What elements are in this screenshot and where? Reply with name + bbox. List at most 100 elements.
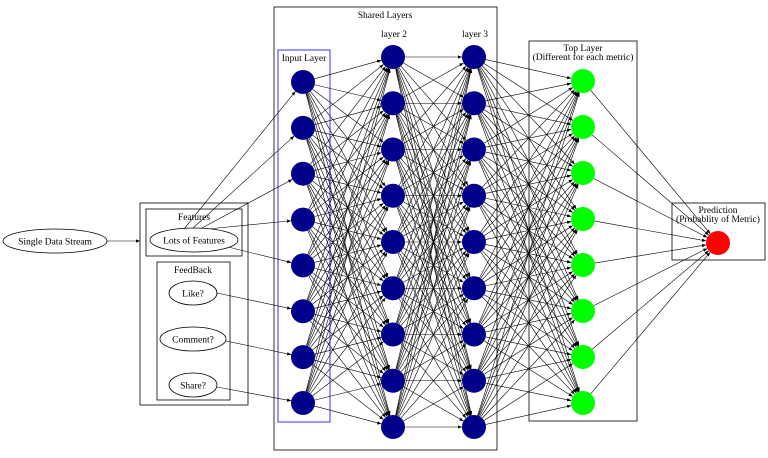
top-to-prediction-edge: [590, 90, 711, 234]
input-to-layer2-edge: [308, 252, 388, 393]
input-sources-cluster: [139, 202, 249, 406]
single-data-stream-label: Single Data Stream: [18, 238, 92, 248]
input-to-layer2-edge: [306, 114, 390, 392]
layer3-neuron: [462, 91, 486, 116]
layer2-to-layer3-edge: [400, 343, 467, 419]
layer3-to-top-edge: [477, 92, 580, 416]
layer3-to-top-edge: [485, 59, 572, 80]
layer2-neuron: [381, 91, 405, 116]
layer3-neuron: [462, 368, 486, 393]
input-neuron: [291, 299, 315, 324]
layer3-to-top-edge: [477, 92, 580, 370]
input-neuron: [291, 253, 315, 278]
layer2-to-layer3-edge: [396, 68, 471, 278]
layer2-neuron: [381, 276, 405, 301]
layer2-to-layer3-edge: [398, 298, 469, 417]
prediction-title: Prediction: [698, 206, 737, 216]
layer2-neuron: [381, 322, 405, 347]
features-edge: [191, 135, 295, 230]
input-layer-cluster: [277, 49, 331, 423]
layer3-neuron: [462, 45, 486, 69]
top-layer-neuron: [571, 391, 595, 415]
input-to-layer2-edge: [310, 297, 386, 394]
feedback-title: FeedBack: [174, 266, 212, 276]
top-to-prediction-edge: [594, 220, 707, 242]
input-to-layer2-edge: [306, 68, 390, 346]
top-layer-neuron: [571, 299, 595, 323]
features-title: Features: [178, 213, 210, 223]
layer2-to-layer3-edge: [396, 206, 471, 416]
layer3-to-top-edge: [478, 183, 579, 417]
like-label: Like?: [182, 290, 204, 300]
layer3-neuron: [462, 137, 486, 162]
feedback-edge: [216, 292, 292, 310]
layer3-to-top-edge: [484, 87, 573, 144]
comment-label: Comment?: [172, 336, 214, 346]
layer2-to-layer3-edge: [395, 68, 473, 416]
input-to-layer2-edge: [307, 67, 389, 255]
layer2-to-layer3-edge: [396, 68, 472, 324]
layer3-neuron: [462, 183, 486, 208]
input-to-layer2-edge: [307, 206, 389, 393]
input-neuron: [291, 207, 315, 232]
layer3-neuron: [462, 415, 486, 439]
input-neuron: [291, 391, 315, 415]
input-to-layer2-edge: [312, 64, 384, 121]
edges: [107, 55, 711, 429]
layer2-to-layer3-edge: [398, 67, 469, 186]
single-data-stream-node: [2, 228, 108, 254]
layer3-to-top-edge: [482, 89, 575, 188]
input-neuron: [291, 115, 315, 140]
input-to-layer2-edge: [314, 59, 382, 80]
top-to-prediction-edge: [591, 250, 710, 350]
top-to-prediction-edge: [593, 248, 708, 306]
layer2-to-layer3-edge: [400, 65, 467, 141]
prediction-cluster: [671, 202, 766, 261]
input-to-layer2-edge: [314, 405, 382, 425]
features-edge: [183, 91, 296, 230]
top-layer-neuron: [571, 207, 595, 231]
layer3-to-top-edge: [479, 91, 578, 278]
input-to-layer2-edge: [314, 383, 382, 401]
input-to-layer2-edge: [305, 68, 391, 392]
top-layer-neuron: [571, 345, 595, 369]
layer2-to-layer3-edge: [395, 114, 472, 416]
input-to-layer2-edge: [308, 67, 388, 210]
share-label: Share?: [180, 382, 206, 392]
layer2-neuron: [381, 368, 405, 393]
input-to-layer2-edge: [306, 68, 390, 301]
layer3-title: layer 3: [462, 30, 488, 40]
layer3-neuron: [462, 322, 486, 347]
layer3-to-top-edge: [485, 82, 572, 102]
layer2-title: layer 2: [381, 30, 407, 40]
layer2-to-layer3-edge: [403, 386, 464, 422]
top-layer-title: Top Layer: [563, 44, 603, 54]
input-to-layer2-edge: [306, 160, 390, 392]
top-layer-cluster: [528, 40, 638, 422]
prediction-neuron: [706, 231, 730, 255]
shared-layers-title: Shared Layers: [358, 11, 413, 21]
top-layer-neuron: [571, 115, 595, 139]
feedback-edge: [225, 340, 292, 356]
top-to-prediction-edge: [590, 251, 711, 395]
features-edge: [223, 245, 292, 264]
layer3-to-top-edge: [479, 229, 578, 417]
top-to-prediction-edge: [593, 178, 708, 238]
layer2-neuron: [381, 415, 405, 439]
top-layer-neuron: [571, 161, 595, 185]
layer2-neuron: [381, 230, 405, 254]
layer2-neuron: [381, 137, 405, 162]
input-layer-title: Input Layer: [282, 54, 327, 64]
feedback-edge: [216, 386, 292, 402]
lots-of-features-node: [149, 227, 239, 253]
input-neuron: [291, 345, 315, 370]
input-neuron: [291, 161, 315, 186]
layer2-to-layer3-edge: [403, 62, 464, 98]
features-edge: [199, 179, 293, 230]
layer3-to-top-edge: [485, 404, 572, 425]
layer3-neuron: [462, 230, 486, 254]
top-to-prediction-edge: [591, 134, 710, 236]
top-to-prediction-edge: [594, 243, 707, 264]
top-layer-subtitle: (Different for each metric): [533, 52, 634, 63]
